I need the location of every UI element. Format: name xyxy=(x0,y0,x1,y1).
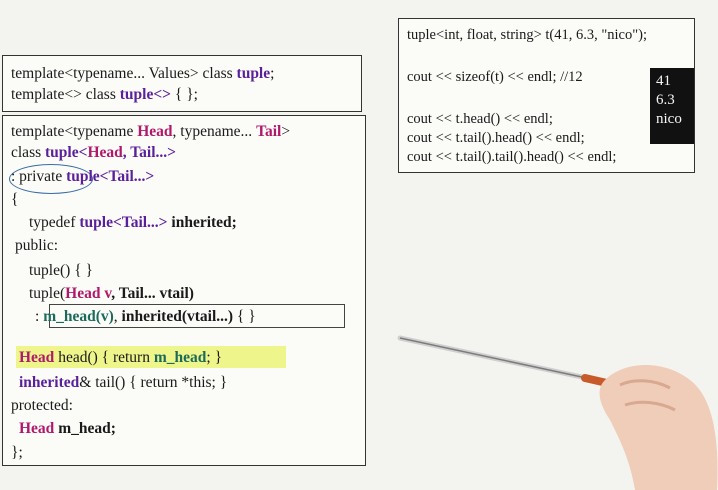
code-line-ctor: tuple(Head v, Tail... vtail) xyxy=(29,285,194,302)
usage-line-tail-head: cout << t.tail().head() << endl; xyxy=(407,130,585,146)
code-line-public: public: xyxy=(15,237,59,254)
code-line-open-brace: { xyxy=(11,191,19,208)
output-line: 6.3 xyxy=(656,92,675,108)
head-line-highlight xyxy=(16,346,286,368)
empty-tuple-specialization: template<> class tuple<> { }; xyxy=(11,86,198,103)
usage-line-sizeof: cout << sizeof(t) << endl; //12 xyxy=(407,69,583,85)
tuple-class-definition-box: template<typename Head, typename... Tail… xyxy=(2,115,366,466)
presenter-hand-icon xyxy=(599,365,718,490)
code-line-head-method: Head head() { return m_head; } xyxy=(19,349,223,366)
code-line-typedef: typedef tuple<Tail...> inherited; xyxy=(29,214,237,231)
usage-line-head: cout << t.head() << endl; xyxy=(407,111,553,127)
code-line-class: class tuple<Head, Tail...> xyxy=(11,144,176,161)
private-inheritance-circle xyxy=(9,164,93,194)
code-line-private-base: : private tuple<Tail...> xyxy=(11,168,155,185)
code-line-template: template<typename Head, typename... Tail… xyxy=(11,123,291,140)
variadic-template-declaration: template<typename... Values> class tuple… xyxy=(11,65,275,82)
usage-line-tail-tail-head: cout << t.tail().tail().head() << endl; xyxy=(407,149,617,165)
code-line-default-ctor: tuple() { } xyxy=(29,262,93,279)
code-line-close-brace: }; xyxy=(11,444,23,461)
code-line-initializer: : m_head(v), inherited(vtail...) { } xyxy=(35,308,256,325)
code-line-tail-method: inherited& tail() { return *this; } xyxy=(19,374,228,391)
output-line: 41 xyxy=(656,73,671,89)
output-line: nico xyxy=(656,111,682,127)
forward-declaration-box: template<typename... Values> class tuple… xyxy=(2,55,362,112)
tuple-usage-box: tuple<int, float, string> t(41, 6.3, "ni… xyxy=(398,18,695,173)
usage-line-construct: tuple<int, float, string> t(41, 6.3, "ni… xyxy=(407,27,648,43)
code-line-member: Head m_head; xyxy=(19,420,116,437)
code-line-protected: protected: xyxy=(11,397,73,414)
initializer-list-box xyxy=(49,304,345,328)
console-output: 41 6.3 nico xyxy=(650,68,694,144)
